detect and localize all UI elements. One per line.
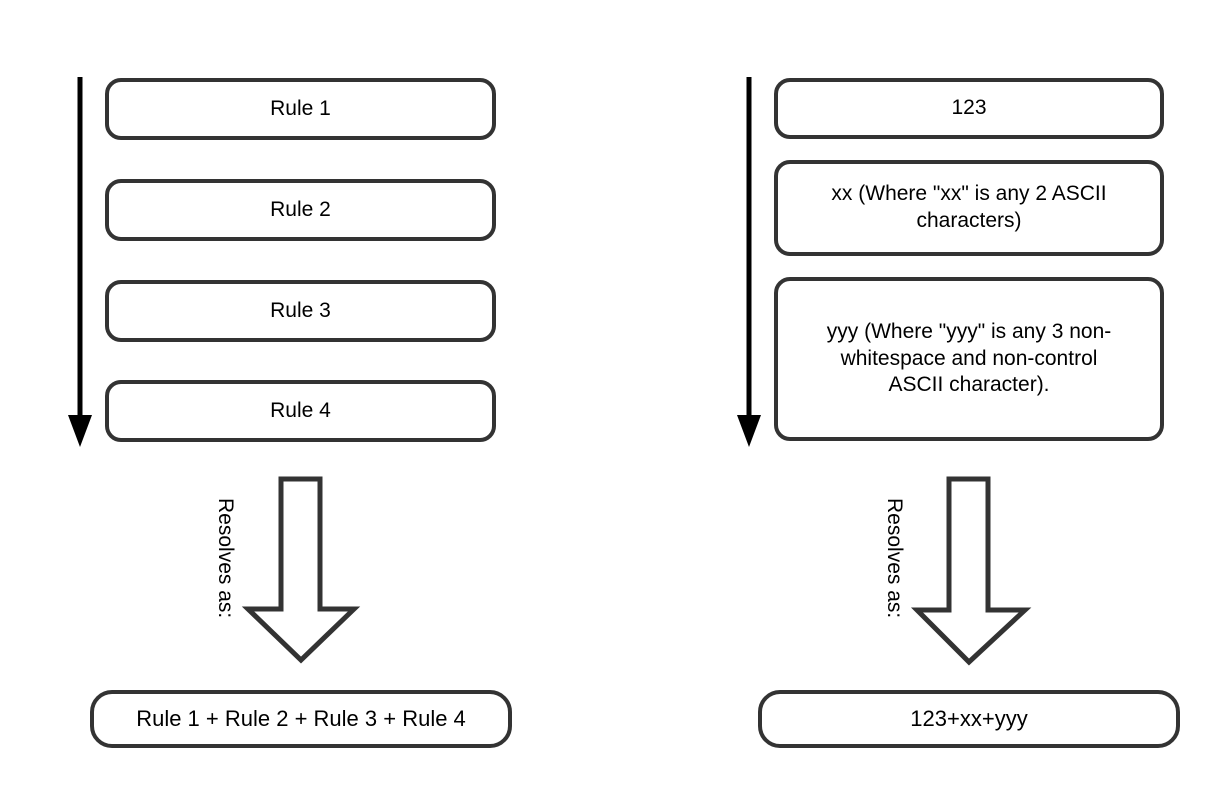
rule-box-2[interactable]: Rule 2 [105, 179, 496, 241]
resolves-as-label-right: Resolves as: [883, 498, 906, 619]
result-box-left[interactable]: Rule 1 + Rule 2 + Rule 3 + Rule 4 [90, 690, 512, 748]
example-box-3[interactable]: yyy (Where "yyy" is any 3 non-whitespace… [774, 277, 1164, 441]
rule-box-3[interactable]: Rule 3 [105, 280, 496, 342]
resolves-block-arrow-left [241, 476, 361, 664]
example-box-2[interactable]: xx (Where "xx" is any 2 ASCII characters… [774, 160, 1164, 256]
sequence-arrow-left [68, 77, 92, 447]
sequence-arrow-right [737, 77, 761, 447]
resolves-as-label-left: Resolves as: [214, 498, 237, 619]
resolves-block-arrow-right [910, 476, 1032, 666]
rule-box-4[interactable]: Rule 4 [105, 380, 496, 442]
example-box-1[interactable]: 123 [774, 78, 1164, 139]
result-box-right[interactable]: 123+xx+yyy [758, 690, 1180, 748]
rule-box-1[interactable]: Rule 1 [105, 78, 496, 140]
